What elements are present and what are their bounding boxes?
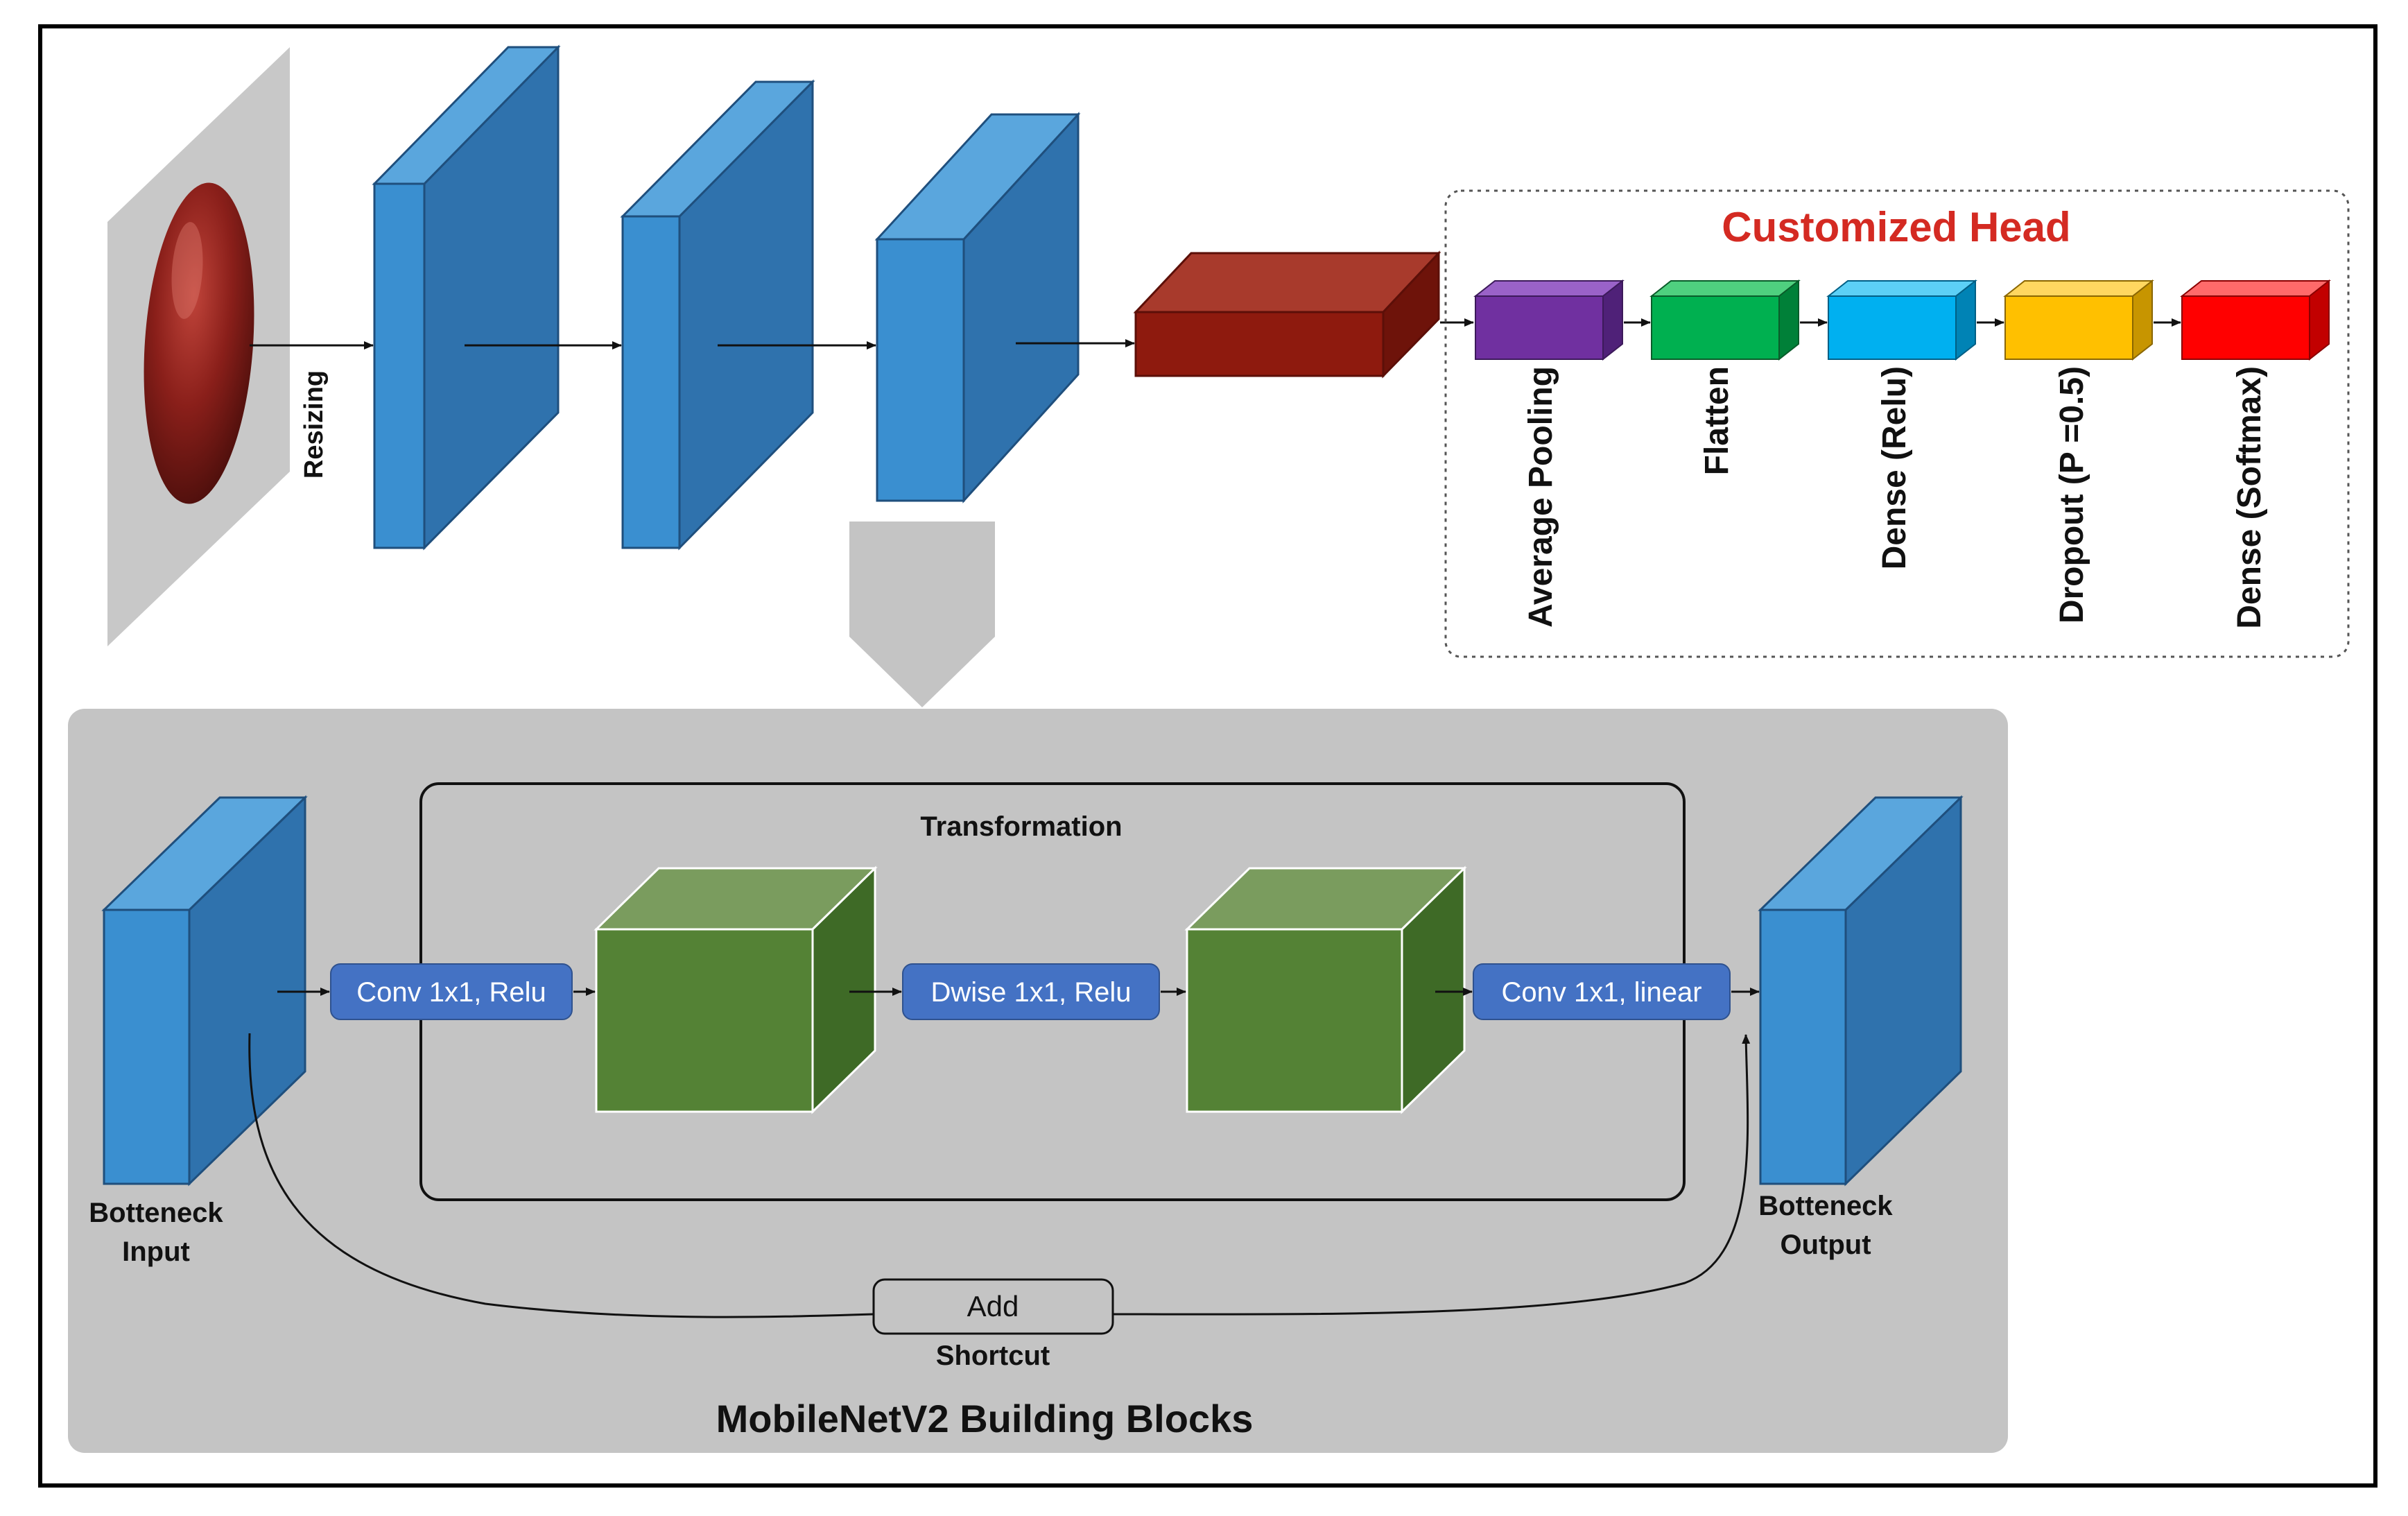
bottleneck-output-front	[1759, 908, 1847, 1185]
expansion-feature-cube	[594, 865, 878, 1114]
bottleneck-output-label-1: Botteneck	[1758, 1191, 1893, 1221]
dense-relu-top	[1826, 280, 1977, 297]
dwise-relu-label: Dwise 1x1, Relu	[930, 977, 1131, 1008]
dropout-front	[2004, 295, 2133, 360]
mobilenetv2-panel	[68, 709, 2008, 1453]
block-3-front	[876, 238, 965, 502]
head-label-flatten: Flatten	[1699, 366, 1735, 475]
red-block-front	[1134, 311, 1385, 377]
head-label-dropout: Dropout (P =0.5)	[2054, 366, 2090, 623]
expand-block-arrow	[849, 522, 995, 707]
outer-frame	[38, 24, 2377, 1488]
head-label-dense-softmax: Dense (Softmax)	[2231, 366, 2268, 629]
mango-highlight	[171, 222, 203, 319]
add-label: Add	[967, 1290, 1019, 1323]
bottleneck-output-label-2: Output	[1780, 1230, 1871, 1260]
dense-softmax-top	[2180, 280, 2331, 297]
feature-map-block-2	[620, 79, 815, 551]
pipeline-arrows	[250, 318, 1474, 350]
conv-1x1-linear-op: Conv 1x1, linear	[1473, 963, 1731, 1020]
conv-relu-box	[330, 963, 573, 1020]
feature-map-block-3	[874, 112, 1081, 503]
head-label-average-pooling: Average Pooling	[1523, 366, 1559, 628]
block-2-front	[621, 215, 681, 549]
conv-relu-label: Conv 1x1, Relu	[356, 977, 546, 1008]
conv-linear-box	[1473, 963, 1731, 1020]
panel-title: MobileNetV2 Building Blocks	[716, 1397, 1254, 1440]
dwise-relu-box	[902, 963, 1160, 1020]
avg-pool-front	[1475, 295, 1604, 360]
head-layer-dense-softmax	[2180, 279, 2331, 361]
conv-1x1-relu-op: Conv 1x1, Relu	[330, 963, 573, 1020]
flatten-front	[1651, 295, 1780, 360]
dwise-1x1-relu-op: Dwise 1x1, Relu	[902, 963, 1160, 1020]
avg-pool-top	[1473, 280, 1625, 297]
transformation-label: Transformation	[920, 811, 1122, 842]
conv-linear-label: Conv 1x1, linear	[1501, 977, 1701, 1008]
head-label-dense-relu: Dense (Relu)	[1876, 366, 1913, 569]
input-image	[107, 47, 290, 646]
depthwise-feature-cube	[1184, 865, 1467, 1114]
dense-softmax-front	[2181, 295, 2310, 360]
add-box	[872, 1278, 1114, 1335]
dense-relu-front	[1828, 295, 1957, 360]
flatten-top	[1649, 280, 1801, 297]
bottleneck-input-block	[101, 795, 308, 1187]
mango-fruit	[144, 182, 254, 504]
feature-map-block-1	[372, 44, 561, 551]
shortcut-label: Shortcut	[936, 1341, 1050, 1371]
head-layer-average-pooling	[1473, 279, 1625, 361]
customized-head-title: Customized Head	[1722, 204, 2070, 250]
bottleneck-input-label-2: Input	[122, 1237, 190, 1267]
block-1-front	[373, 182, 426, 549]
resizing-label: Resizing	[300, 370, 329, 479]
head-layer-flatten	[1649, 279, 1801, 361]
green-cube-2-front	[1186, 928, 1403, 1113]
bottleneck-output-block	[1758, 795, 1964, 1187]
dropout-top	[2003, 280, 2154, 297]
head-layer-dropout	[2003, 279, 2154, 361]
feature-vector-block	[1133, 250, 1441, 379]
head-layer-dense-relu	[1826, 279, 1977, 361]
customized-head-box	[1444, 189, 2350, 658]
bottleneck-input-front	[103, 908, 191, 1185]
bottleneck-input-label-1: Botteneck	[89, 1198, 223, 1228]
green-cube-1-front	[595, 928, 814, 1113]
